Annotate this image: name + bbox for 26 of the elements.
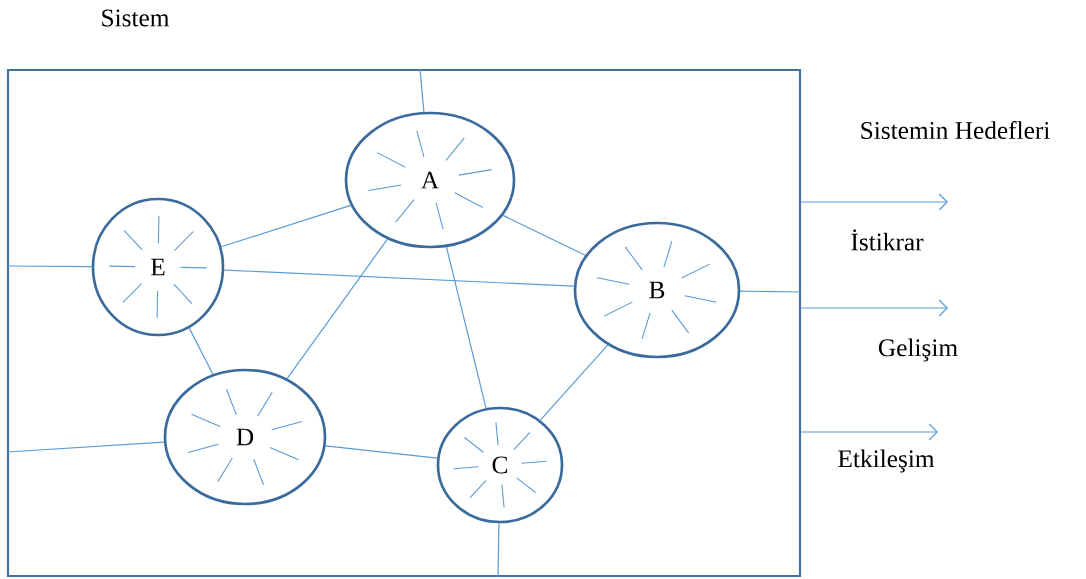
circle-node: A — [344, 111, 516, 249]
connector-line — [325, 445, 438, 459]
connector-line — [6, 265, 93, 268]
connector-line — [539, 344, 609, 421]
edge-label: İstikrar — [851, 229, 924, 251]
connector-line — [445, 246, 487, 409]
connector-line — [502, 214, 586, 256]
connector-line — [6, 441, 165, 453]
connector-line — [497, 522, 500, 578]
connector-line — [739, 290, 802, 293]
connector-line — [220, 204, 352, 248]
arrow — [800, 423, 938, 441]
connector-line — [188, 327, 214, 375]
arrow — [800, 193, 948, 211]
circle-node: C — [436, 406, 564, 524]
circle-node: B — [573, 221, 741, 359]
circle-node: D — [163, 368, 327, 506]
goal-heading: Sistemin Hedefleri — [861, 120, 1050, 140]
circle-node: E — [91, 197, 225, 337]
edge-label: Etkileşim — [838, 449, 935, 473]
heading: Sistem — [102, 9, 170, 27]
arrow — [800, 299, 948, 317]
edge-label: Gelişim — [878, 338, 958, 362]
connector-line — [286, 238, 388, 380]
connector-line — [419, 68, 425, 113]
connector-line — [223, 269, 575, 287]
